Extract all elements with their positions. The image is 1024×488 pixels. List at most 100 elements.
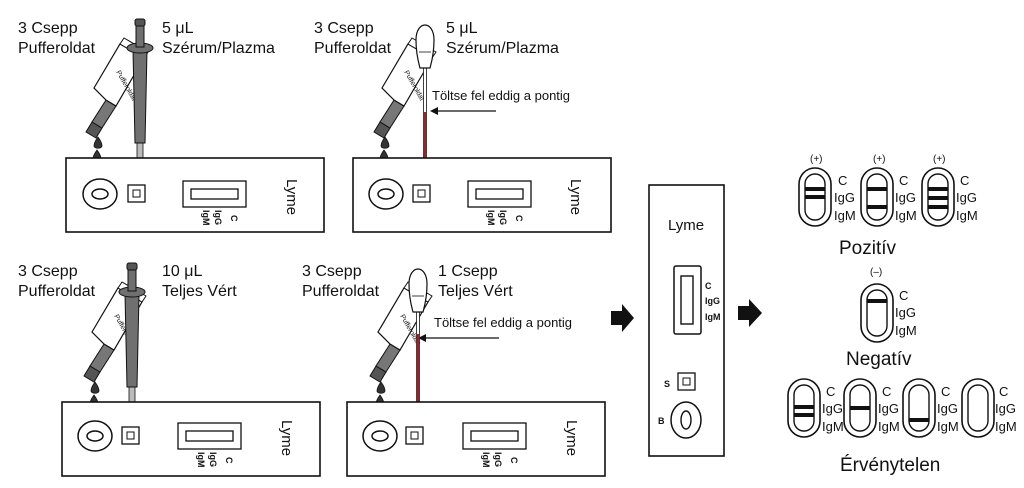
result-window: [860, 283, 894, 343]
sample-type-label: Szérum/Plazma: [162, 40, 275, 57]
result-window: [787, 378, 821, 438]
cassette-line-c: C: [705, 281, 712, 291]
line-c-label: C: [229, 215, 239, 222]
result-line-igg: IgG: [895, 305, 916, 320]
line-igg-label: IgG: [213, 210, 223, 225]
cassette-name: Lyme: [668, 217, 704, 234]
result-line-igg: IgG: [822, 401, 843, 416]
result-line-igm: IgM: [937, 419, 959, 434]
buffer-bottle-icon: Pufferoldat: [373, 37, 437, 139]
result-line-c: C: [899, 288, 908, 303]
buffer-label-line2: Pufferoldat: [314, 40, 392, 57]
transfer-dropper-icon: [408, 268, 428, 405]
sample-volume-label: 5 μL: [162, 20, 194, 37]
buffer-label-line2: Pufferoldat: [18, 40, 96, 57]
result-line-igm: IgM: [995, 419, 1017, 434]
fill-note: Töltse fel eddig a pontig: [434, 315, 572, 330]
buffer-label-line1: 3 Csepp: [18, 263, 78, 280]
vertical-cassette: Lyme C IgG IgM S B: [648, 184, 725, 457]
buffer-label-line2: Pufferoldat: [302, 283, 380, 300]
arrow-icon: [430, 107, 496, 115]
arrow-icon: [418, 334, 499, 342]
panel-serum-pipette: 3 Csepp Pufferoldat 5 μL Szérum/Plazma P…: [18, 18, 325, 233]
test-device: C IgG IgM Lyme: [352, 157, 612, 233]
sample-type-label: Szérum/Plazma: [446, 40, 559, 57]
line-igg-label: IgG: [208, 452, 218, 467]
result-line-c: C: [999, 384, 1008, 399]
result-line-c: C: [882, 384, 891, 399]
panel-blood-dropper: 3 Csepp Pufferoldat 1 Csepp Teljes Vért …: [302, 263, 606, 477]
result-line-igm: IgM: [895, 323, 917, 338]
result-window: [860, 167, 894, 227]
negative-sign: (–): [870, 267, 882, 278]
buffer-label-line1: 3 Csepp: [18, 20, 78, 37]
cassette-line-igm: IgM: [705, 312, 721, 322]
result-line-c: C: [899, 173, 908, 188]
device-name: Lyme: [567, 179, 584, 215]
buffer-label-line1: 3 Csepp: [314, 20, 374, 37]
device-name: Lyme: [563, 420, 580, 456]
panel-serum-dropper: 3 Csepp Pufferoldat 5 μL Szérum/Plazma T…: [314, 20, 612, 233]
test-device: C IgG IgM Lyme: [61, 401, 321, 477]
results-invalid: C IgG IgM C IgG IgM C IgG IgM C IgG IgM …: [787, 378, 1017, 476]
result-line-c: C: [838, 173, 847, 188]
line-igg-label: IgG: [498, 210, 508, 225]
test-device: C IgG IgM Lyme: [346, 401, 606, 477]
result-line-igg: IgG: [895, 190, 916, 205]
result-window: [902, 378, 936, 438]
result-line-igg: IgG: [995, 401, 1016, 416]
positive-title: Pozitív: [839, 238, 897, 259]
line-igm-label: IgM: [481, 452, 491, 468]
negative-title: Negatív: [846, 349, 912, 370]
panel-blood-pipette: 3 Csepp Pufferoldat 10 μL Teljes Vért Pu…: [18, 262, 321, 477]
results-positive: (+) (+) (+) C IgG IgM C IgG IgM C IgG Ig…: [798, 154, 978, 259]
result-line-igm: IgM: [822, 419, 844, 434]
result-line-igg: IgG: [956, 190, 977, 205]
device-name: Lyme: [283, 179, 300, 215]
line-c-label: C: [514, 215, 524, 222]
next-step-arrow-icon: [611, 304, 634, 332]
result-window: [921, 167, 955, 227]
result-line-igg: IgG: [834, 190, 855, 205]
buffer-bottle-icon: Pufferoldat: [369, 281, 433, 383]
sample-volume-label: 10 μL: [162, 263, 202, 280]
invalid-title: Érvénytelen: [840, 455, 940, 476]
sample-volume-label: 5 μL: [446, 20, 478, 37]
buffer-bottle-icon: Pufferoldat: [85, 37, 149, 139]
transfer-dropper-icon: [415, 24, 435, 161]
result-arrow-icon: [738, 299, 762, 327]
sample-well-label: S: [664, 379, 670, 389]
line-igg-label: IgG: [493, 452, 503, 467]
device-name: Lyme: [278, 420, 295, 456]
result-line-c: C: [826, 384, 835, 399]
positive-sign: (+): [810, 154, 823, 165]
result-line-c: C: [941, 384, 950, 399]
line-igm-label: IgM: [486, 210, 496, 226]
cassette-line-igg: IgG: [705, 296, 720, 306]
sample-type-label: Teljes Vért: [162, 283, 237, 300]
buffer-label-line2: Pufferoldat: [18, 283, 96, 300]
result-line-igm: IgM: [834, 208, 856, 223]
test-device: C IgG IgM Lyme: [65, 157, 325, 233]
sample-volume-label: 1 Csepp: [438, 263, 498, 280]
result-line-igm: IgM: [878, 419, 900, 434]
result-window: [961, 378, 995, 438]
fill-note: Töltse fel eddig a pontig: [432, 88, 570, 103]
positive-sign: (+): [873, 154, 886, 165]
line-igm-label: IgM: [196, 452, 206, 468]
buffer-well-label: B: [658, 416, 665, 426]
result-line-igg: IgG: [878, 401, 899, 416]
line-c-label: C: [509, 457, 519, 464]
sample-type-label: Teljes Vért: [438, 283, 513, 300]
result-line-igg: IgG: [937, 401, 958, 416]
result-line-igm: IgM: [895, 208, 917, 223]
line-igm-label: IgM: [201, 210, 211, 226]
result-line-c: C: [960, 173, 969, 188]
buffer-label-line1: 3 Csepp: [302, 263, 362, 280]
line-c-label: C: [224, 457, 234, 464]
positive-sign: (+): [933, 154, 946, 165]
result-window: [798, 167, 832, 227]
result-window: [843, 378, 877, 438]
